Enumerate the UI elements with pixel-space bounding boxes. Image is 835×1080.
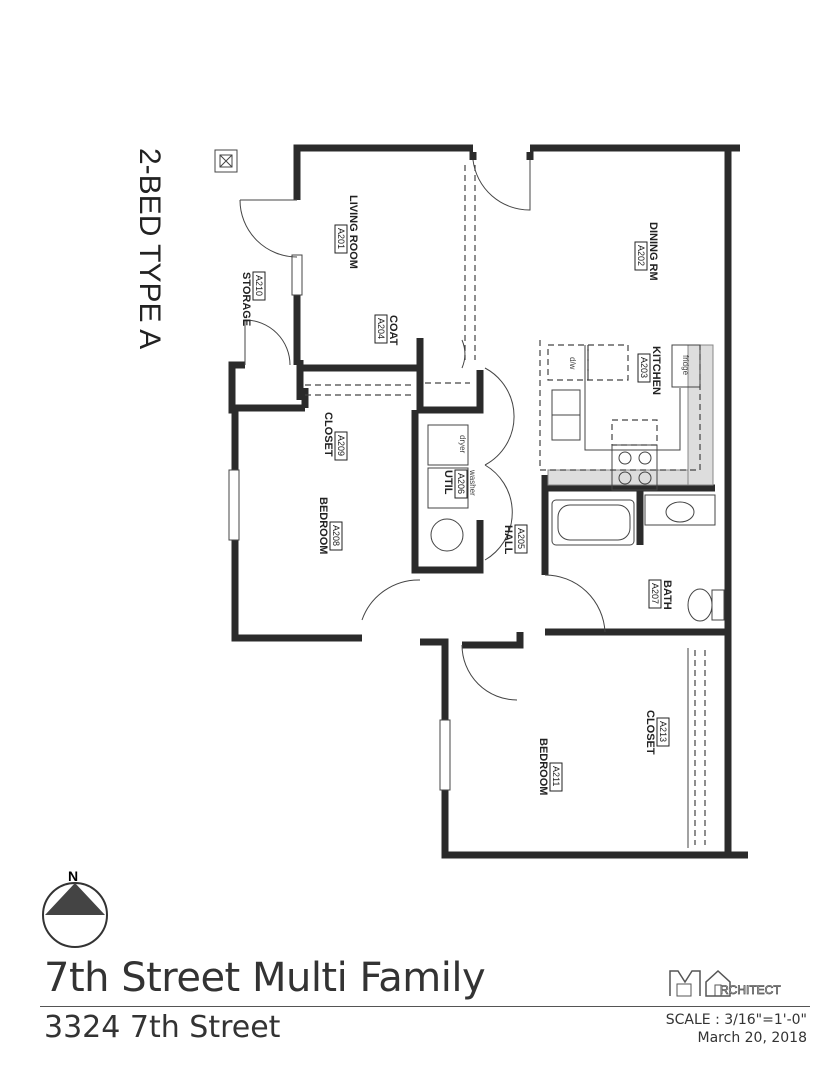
north-arrow-icon: N <box>42 868 108 948</box>
washer-label: washer <box>468 469 477 496</box>
bath-fixtures <box>551 494 725 622</box>
svg-text:N: N <box>68 868 78 884</box>
architect-logo <box>669 969 731 997</box>
title-divider <box>40 1006 810 1007</box>
svg-text:A206: A206 <box>456 473 466 494</box>
project-address: 3324 7th Street <box>44 1010 281 1045</box>
svg-text:A201: A201 <box>336 228 346 249</box>
svg-text:A205: A205 <box>516 528 526 549</box>
svg-text:A209: A209 <box>336 435 346 456</box>
closet-rods <box>305 165 706 848</box>
svg-text:COAT: COAT <box>387 315 399 346</box>
svg-text:A208: A208 <box>331 525 341 546</box>
logo-text: RCHITECT <box>720 983 781 998</box>
dishwasher-label: d/w <box>568 357 577 370</box>
walls <box>228 144 748 859</box>
svg-text:UTIL: UTIL <box>442 470 454 495</box>
scale-note: SCALE : 3/16"=1'-0" <box>665 1012 807 1028</box>
windows <box>228 142 530 791</box>
svg-text:A213: A213 <box>658 721 668 742</box>
room-closet-1: CLOSET A209 <box>322 412 348 461</box>
svg-text:A202: A202 <box>636 245 646 266</box>
room-dining: DINING RM A202 <box>634 222 659 281</box>
kitchen-counters: d/w fridge <box>539 340 714 491</box>
room-storage: STORAGE A210 <box>240 271 266 326</box>
svg-text:BEDROOM: BEDROOM <box>317 497 329 554</box>
doors <box>239 159 606 701</box>
fridge-label: fridge <box>681 355 690 376</box>
room-hall: HALL A205 <box>502 524 528 555</box>
room-bedroom-1: BEDROOM A208 <box>317 497 343 554</box>
project-title: 7th Street Multi Family <box>44 955 486 1001</box>
laundry: dryer washer <box>427 424 477 552</box>
svg-text:A210: A210 <box>254 275 264 296</box>
svg-text:CLOSET: CLOSET <box>644 710 656 755</box>
plan-date: March 20, 2018 <box>697 1030 807 1046</box>
svg-text:HALL: HALL <box>502 525 514 555</box>
svg-text:A207: A207 <box>650 583 660 604</box>
dryer-label: dryer <box>458 435 467 454</box>
room-kitchen: KITCHEN A203 <box>637 346 662 395</box>
vent-box-icon <box>214 149 238 173</box>
room-coat: COAT A204 <box>374 314 399 346</box>
svg-text:CLOSET: CLOSET <box>322 412 334 457</box>
svg-text:LIVING ROOM: LIVING ROOM <box>347 195 359 269</box>
svg-text:A211: A211 <box>551 766 561 786</box>
room-closet-2: CLOSET A213 <box>644 710 670 755</box>
room-util: UTIL A206 <box>442 469 468 499</box>
room-bedroom-2: BEDROOM A211 <box>537 738 563 795</box>
svg-text:BEDROOM: BEDROOM <box>537 738 549 795</box>
svg-text:A203: A203 <box>639 357 649 378</box>
svg-text:BATH: BATH <box>661 580 673 610</box>
svg-text:STORAGE: STORAGE <box>240 272 252 326</box>
room-bath: BATH A207 <box>648 579 673 610</box>
svg-text:A204: A204 <box>376 318 386 339</box>
plan-title: 2-BED TYPE A <box>133 148 166 349</box>
svg-text:KITCHEN: KITCHEN <box>650 346 662 395</box>
svg-text:DINING RM: DINING RM <box>647 222 659 281</box>
room-living-room: LIVING ROOM A201 <box>334 195 359 269</box>
